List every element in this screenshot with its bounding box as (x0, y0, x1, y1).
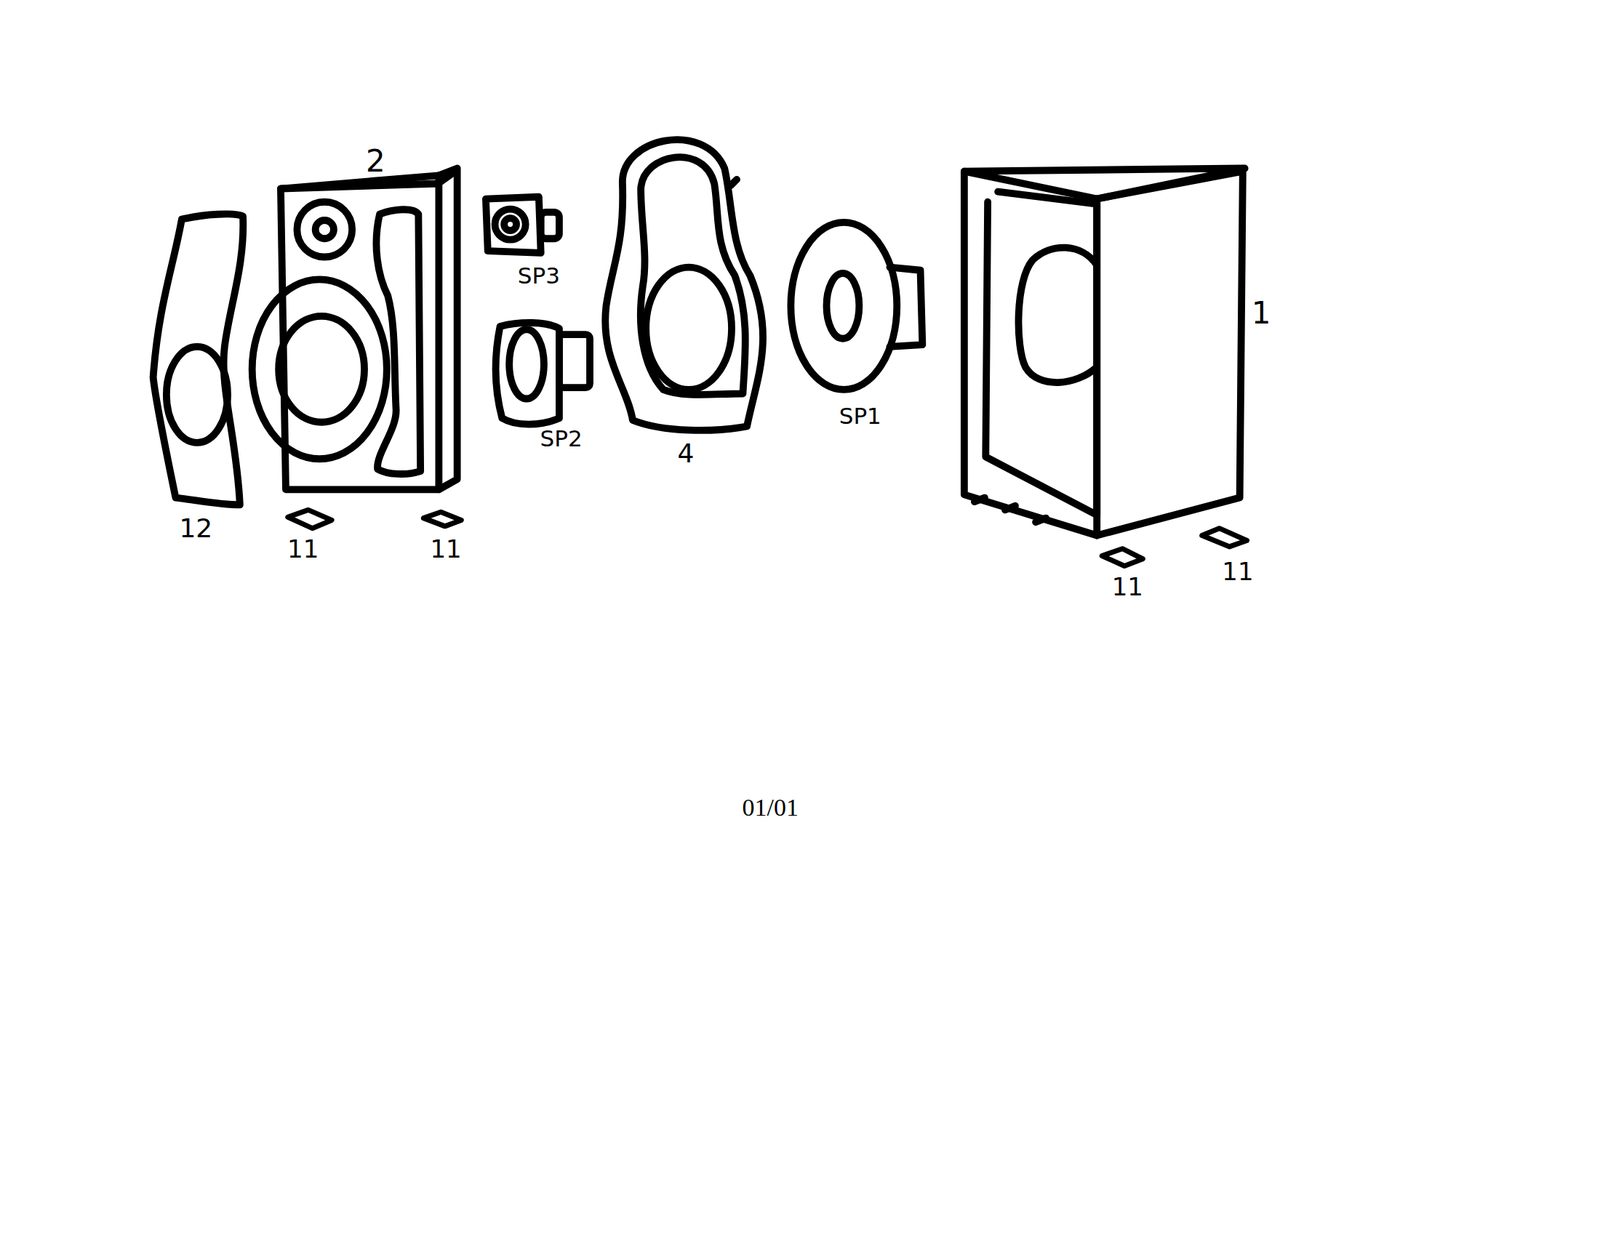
part-number: 4 (677, 440, 694, 467)
part-number: 11 (287, 536, 319, 562)
part-number: SP3 (517, 264, 560, 287)
part-number: 12 (178, 515, 213, 542)
part-number: 1 (1251, 298, 1272, 329)
woofer (790, 222, 923, 390)
part-number: 11 (429, 536, 462, 562)
tweeter (485, 197, 560, 254)
sheet-number: 01/01 (742, 795, 799, 821)
grille-opening (166, 346, 228, 443)
grille (153, 213, 244, 505)
part-number: SP2 (540, 427, 583, 451)
part-number: 11 (1221, 559, 1254, 584)
part-number: SP1 (839, 405, 882, 428)
cabinet (964, 168, 1246, 536)
midrange-driver (496, 322, 590, 425)
front-baffle (252, 168, 458, 490)
part-number: 2 (365, 146, 386, 177)
part-number: 11 (1112, 574, 1144, 600)
foot-pads (288, 509, 1248, 566)
gasket (605, 139, 763, 431)
